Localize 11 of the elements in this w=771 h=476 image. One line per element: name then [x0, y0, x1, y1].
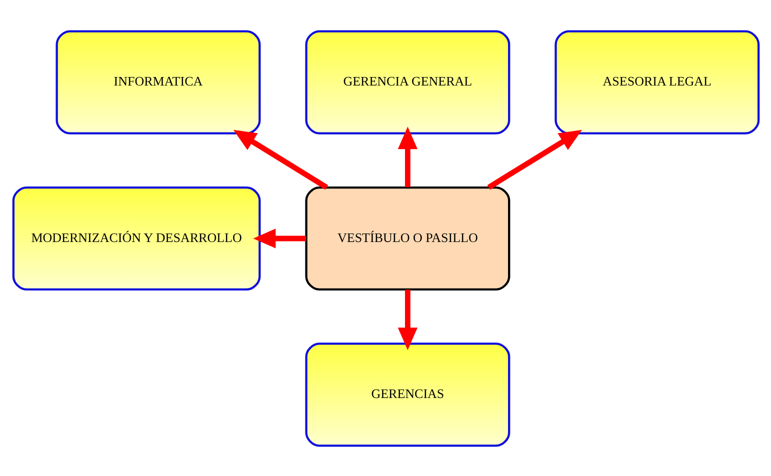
arrow [397, 126, 418, 187]
node-box: GERENCIAS [304, 342, 510, 446]
node-box: INFORMATICA [55, 30, 260, 134]
arrow [486, 129, 582, 190]
node-box: VESTÍBULO O PASILLO [304, 186, 510, 290]
node-box: MODERNIZACIÓN Y DESARROLLO [12, 186, 260, 290]
node-box: GERENCIA GENERAL [304, 30, 510, 134]
arrow [397, 289, 418, 350]
arrow [252, 228, 306, 248]
node-box: ASESORIA LEGAL [554, 30, 760, 134]
arrow [232, 129, 328, 190]
